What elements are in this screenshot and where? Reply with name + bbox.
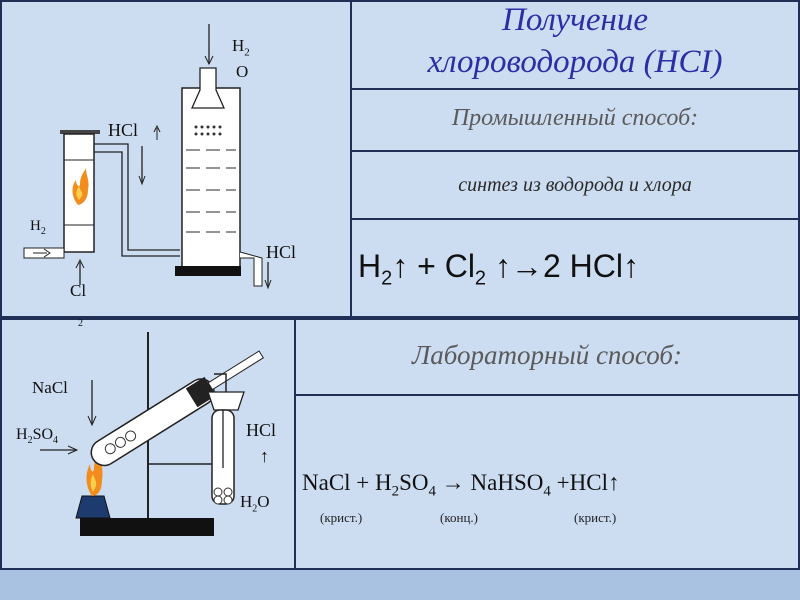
- label-nacl: NaCl: [32, 378, 68, 397]
- industrial-description: синтез из водорода и хлора: [458, 174, 692, 196]
- industrial-diagram-panel: [0, 0, 352, 318]
- eq-cl-sub: 2: [474, 267, 487, 290]
- page-title-line2: хлороводорода (HCI): [427, 44, 723, 80]
- label-h2o-o: O: [257, 492, 270, 511]
- laboratory-equation-panel: [294, 394, 800, 570]
- laboratory-heading: Лабораторный способ:: [412, 340, 682, 370]
- label-h2-top-sub: 2: [244, 46, 250, 59]
- industrial-equation-panel: [350, 218, 800, 318]
- label-h2-left: H2: [30, 218, 46, 237]
- title-panel: [350, 0, 800, 90]
- label-h2-left-h: H: [30, 218, 41, 234]
- eq-h: H: [358, 248, 382, 284]
- page-title-line1: Получение: [501, 2, 649, 38]
- flame-icon: [72, 168, 89, 205]
- industrial-heading: Промышленный способ:: [451, 105, 699, 131]
- laboratory-equation: NaCl + H2SO4 → NaHSO4 +HCl↑: [302, 470, 619, 501]
- eq-cl: ↑ + Cl: [392, 248, 475, 284]
- label-h2so4-so: SO: [32, 426, 54, 443]
- label-lab-hcl: HCl: [246, 420, 277, 440]
- lab-eq-p3: → NaHSO: [436, 470, 544, 495]
- lab-eq-p2: SO: [399, 470, 429, 495]
- industrial-apparatus: [23, 24, 272, 290]
- label-h2-top: H2: [232, 36, 250, 58]
- label-cl-sub: 2: [78, 318, 83, 329]
- label-h2so4-2: 2: [27, 435, 33, 447]
- industrial-equation: H2↑ + Cl2 ↑→2 HCl↑: [358, 248, 639, 290]
- label-cl: Cl: [70, 281, 87, 300]
- label-o: O: [236, 62, 249, 81]
- label-h2so4-h: H: [16, 426, 28, 443]
- eq-h-sub: 2: [381, 267, 393, 290]
- industrial-description-panel: [350, 150, 800, 220]
- eq-rest: ↑→2 HCl↑: [486, 248, 639, 284]
- lab-eq-s3: 4: [543, 483, 551, 500]
- note-crystal-2: (крист.): [574, 510, 617, 525]
- note-concentrated: (конц.): [440, 510, 478, 525]
- laboratory-apparatus: [40, 332, 265, 536]
- laboratory-heading-panel: [294, 318, 800, 396]
- lab-eq-p1: NaCl + H: [302, 470, 392, 495]
- lab-eq-p4: +HCl↑: [550, 470, 620, 495]
- label-h2-top-h: H: [232, 36, 245, 55]
- lab-eq-s2: 4: [428, 483, 437, 500]
- note-crystal-1: (крист.): [320, 510, 363, 525]
- label-h2so4-4: 4: [53, 435, 59, 447]
- label-lab-hcl-arrow: ↑: [260, 446, 269, 466]
- label-hcl-top: HCl: [108, 120, 139, 140]
- label-h2o-h: H: [240, 492, 253, 511]
- label-h2o: H2O: [240, 492, 270, 514]
- label-hcl-right: HCl: [266, 242, 297, 262]
- label-h2so4: H2SO4: [16, 426, 58, 446]
- label-h2o-2: 2: [252, 503, 258, 515]
- lab-eq-s1: 2: [391, 483, 400, 500]
- label-h2-left-sub: 2: [40, 226, 46, 237]
